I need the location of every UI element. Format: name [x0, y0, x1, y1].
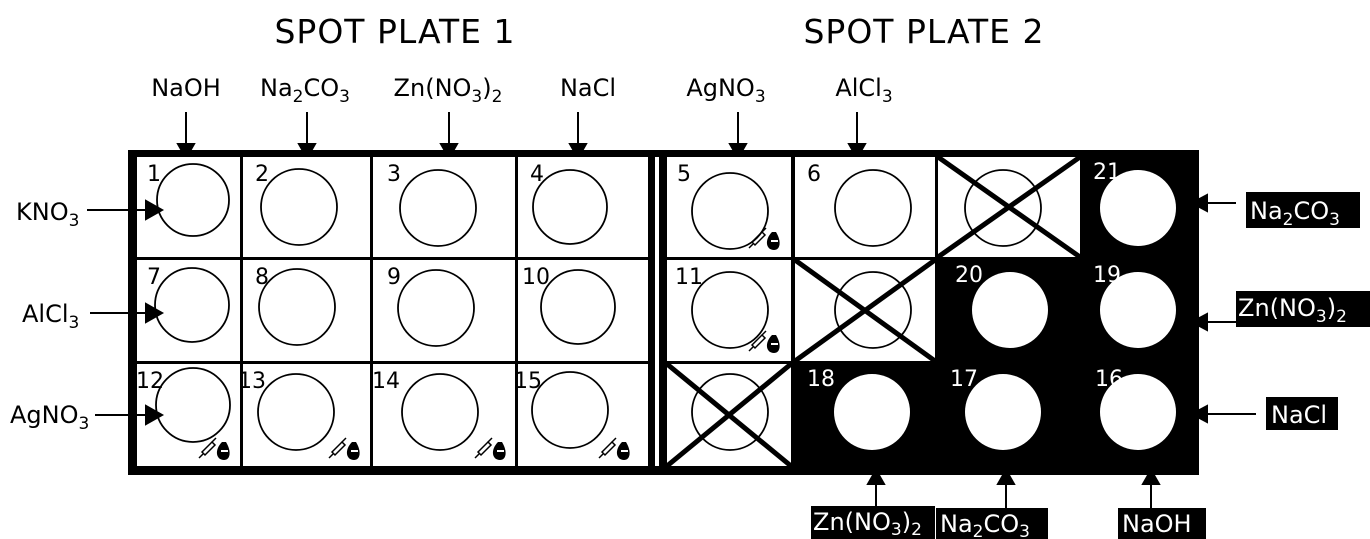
well-1 [156, 163, 230, 237]
plate2-wells-black-region [834, 170, 1176, 450]
well-number-16: 16 [1095, 367, 1123, 392]
well-9 [397, 269, 475, 347]
well-8 [258, 268, 336, 346]
well-16 [1100, 374, 1176, 450]
plate2-grid [667, 157, 1080, 466]
row-arrows-right [1189, 193, 1256, 424]
crossed-out-marks [665, 154, 1082, 468]
bottom-label-naoh: NaOH [1118, 508, 1206, 539]
well-20 [972, 272, 1048, 348]
svg-text:NaOH: NaOH [1122, 510, 1192, 538]
well-number-10: 10 [522, 265, 550, 290]
well-number-18: 18 [807, 367, 835, 392]
well-number-12: 12 [136, 369, 164, 394]
well-number-7: 7 [147, 265, 161, 290]
plate1-title: SPOT PLATE 1 [274, 12, 515, 51]
well-5 [691, 172, 769, 250]
well-number-14: 14 [372, 369, 400, 394]
well-number-19: 19 [1093, 263, 1121, 288]
well-number-4: 4 [530, 162, 544, 187]
well-15 [531, 371, 609, 449]
well-17 [965, 374, 1041, 450]
row-label-agno3: AgNO3 [10, 401, 89, 434]
well-18 [834, 374, 910, 450]
bottom-label-zn-no3-2: Zn(NO3)2 [811, 506, 935, 539]
well-3 [399, 169, 477, 247]
well-number-1: 1 [147, 162, 161, 187]
column-label-nacl: NaCl [560, 74, 616, 102]
well-10 [540, 269, 616, 345]
column-label-naoh: NaOH [151, 74, 221, 102]
well-numbers: 1 2 3 4 5 6 21 7 8 9 10 11 20 19 12 13 1… [136, 160, 1123, 394]
well-7 [154, 267, 230, 343]
well-4 [532, 169, 608, 245]
well-number-3: 3 [387, 162, 401, 187]
svg-text:Zn(NO3)2: Zn(NO3)2 [813, 508, 922, 539]
well-number-6: 6 [807, 162, 821, 187]
row-label-right-zn-no3-2: Zn(NO3)2 [1236, 291, 1370, 327]
svg-text:Na2CO3: Na2CO3 [940, 510, 1030, 539]
well-19 [1100, 272, 1176, 348]
well-12 [155, 367, 231, 443]
well-2 [260, 168, 338, 246]
row-label-kno3: KNO3 [16, 198, 79, 231]
column-label-agno3: AgNO3 [686, 74, 765, 107]
well-number-8: 8 [255, 265, 269, 290]
row-label-alcl3: AlCl3 [22, 300, 79, 333]
bottom-arrows [866, 467, 1161, 509]
well-number-20: 20 [955, 263, 983, 288]
svg-text:NaCl: NaCl [1271, 401, 1327, 429]
well-number-2: 2 [255, 162, 269, 187]
column-label-na2co3: Na2CO3 [260, 74, 350, 107]
column-label-zn-no3-2: Zn(NO3)2 [394, 74, 503, 107]
plate1-wells [154, 163, 616, 451]
plate1-grid [137, 157, 648, 466]
row-label-right-na2co3: Na2CO3 [1246, 192, 1360, 230]
well-6 [834, 169, 912, 247]
well-11 [691, 271, 769, 349]
svg-text:Zn(NO3)2: Zn(NO3)2 [1238, 294, 1347, 327]
well-number-5: 5 [677, 162, 691, 187]
plate2-wells-open [691, 169, 1042, 451]
well-21 [1100, 170, 1176, 246]
column-label-alcl3: AlCl3 [835, 74, 892, 107]
well-number-21: 21 [1093, 160, 1121, 185]
well-number-15: 15 [514, 369, 542, 394]
svg-text:Na2CO3: Na2CO3 [1250, 197, 1340, 230]
well-x3 [691, 373, 769, 451]
row-arrows-left [87, 199, 165, 426]
well-number-9: 9 [387, 265, 401, 290]
plate2-title: SPOT PLATE 2 [803, 12, 1044, 51]
row-label-right-nacl: NaCl [1266, 397, 1338, 430]
well-x1 [964, 169, 1042, 247]
well-number-17: 17 [950, 367, 978, 392]
bottom-label-na2co3: Na2CO3 [936, 508, 1048, 539]
well-number-13: 13 [238, 369, 266, 394]
well-14 [401, 373, 479, 451]
well-13 [257, 373, 335, 451]
well-number-11: 11 [675, 265, 703, 290]
well-x2 [834, 271, 912, 349]
plate-divider [655, 157, 659, 466]
